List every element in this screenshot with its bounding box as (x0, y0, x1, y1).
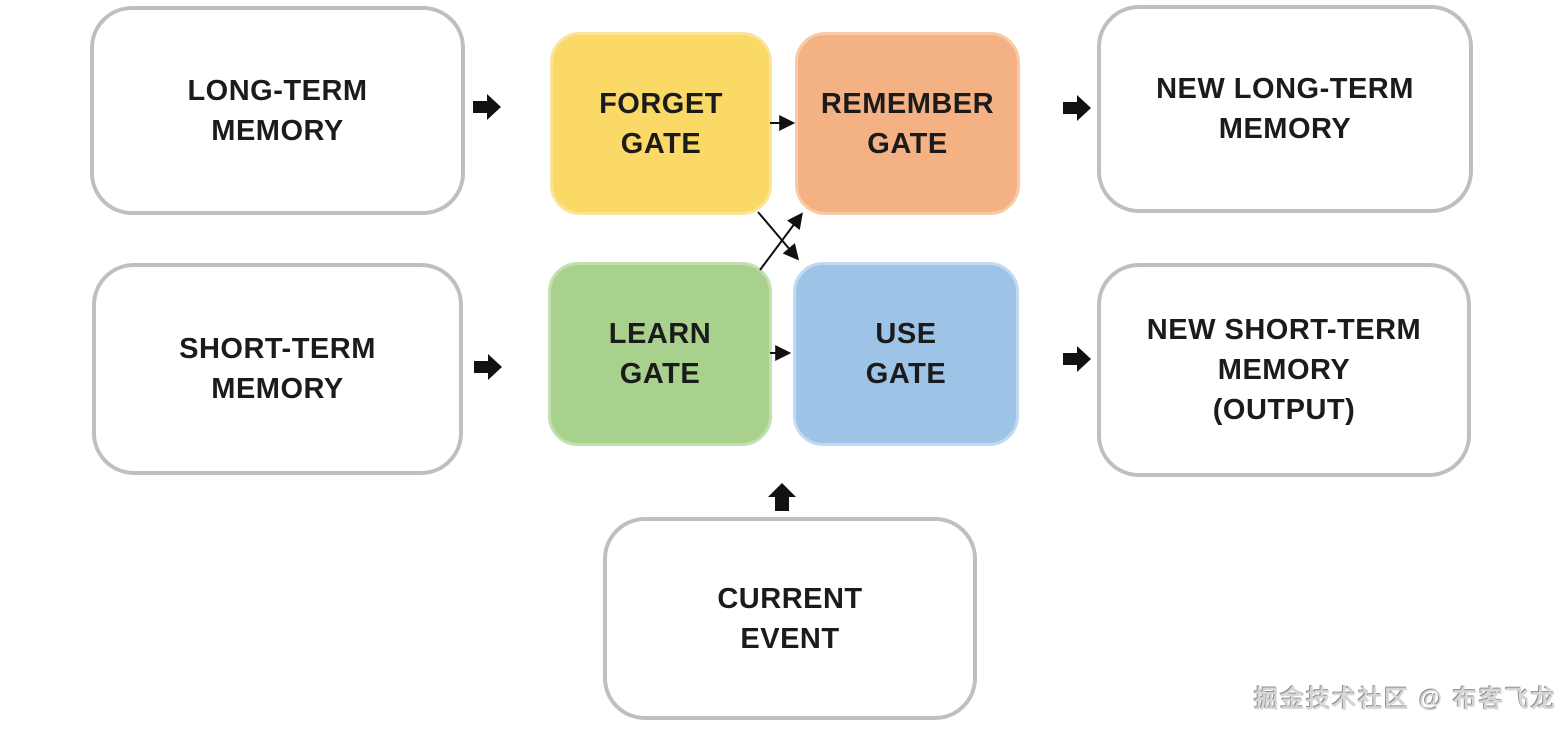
node-label-forget-gate: FORGET GATE (599, 87, 723, 160)
node-label-current-event: CURRENT EVENT (717, 582, 863, 655)
block-arrow-remember-to-nltm (1063, 95, 1091, 121)
line-arrow-forget-to-use (757, 211, 800, 261)
node-forget-gate: FORGET GATE (550, 32, 772, 215)
node-new-short-term-memory: NEW SHORT-TERM MEMORY (OUTPUT) (1097, 263, 1471, 477)
node-label-new-long-term-memory: NEW LONG-TERM MEMORY (1156, 73, 1414, 145)
block-arrow-use-to-nstm (1063, 346, 1091, 372)
line-arrow-learn-to-remember (759, 212, 803, 271)
node-label-use-gate: USE GATE (865, 318, 947, 390)
node-label-learn-gate: LEARN GATE (608, 318, 712, 390)
node-current-event: CURRENT EVENT (603, 517, 977, 720)
node-use-gate: USE GATE (793, 262, 1019, 446)
node-label-remember-gate: REMEMBER GATE (820, 87, 995, 160)
block-arrow-stm-to-learn (474, 354, 502, 380)
watermark-text: 掘金技术社区 @ 布客飞龙 (1254, 686, 1557, 713)
node-remember-gate: REMEMBER GATE (795, 32, 1020, 215)
node-new-long-term-memory: NEW LONG-TERM MEMORY (1097, 5, 1473, 213)
node-label-long-term-memory: LONG-TERM MEMORY (187, 74, 368, 147)
block-arrow-current-event-up (768, 483, 796, 511)
node-label-short-term-memory: SHORT-TERM MEMORY (179, 333, 376, 405)
node-short-term-memory: SHORT-TERM MEMORY (92, 263, 463, 475)
node-long-term-memory: LONG-TERM MEMORY (90, 6, 465, 215)
block-arrow-ltm-to-forget (473, 94, 501, 120)
node-learn-gate: LEARN GATE (548, 262, 772, 446)
node-label-new-short-term-memory: NEW SHORT-TERM MEMORY (OUTPUT) (1146, 314, 1422, 426)
